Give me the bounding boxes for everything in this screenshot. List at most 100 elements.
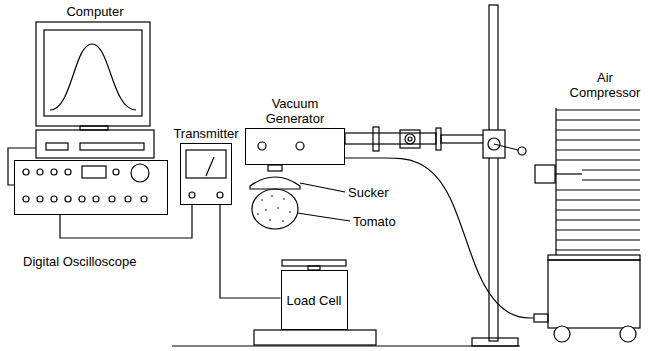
knob <box>37 169 43 175</box>
arm-rod <box>441 135 489 143</box>
data-cable <box>8 148 36 185</box>
fin <box>556 139 640 140</box>
knob <box>51 169 57 175</box>
lever-end <box>518 147 526 155</box>
texture-dot <box>289 211 291 213</box>
knob <box>141 196 147 202</box>
texture-dot <box>277 207 279 209</box>
knob <box>79 196 85 202</box>
signal-wire <box>60 205 192 238</box>
ground-line <box>172 345 520 346</box>
leader-line <box>297 213 350 221</box>
device-heading: Vacuum Generator <box>256 96 334 126</box>
fin <box>556 109 640 110</box>
monitor-frame <box>36 22 150 126</box>
clamp-screw <box>405 134 415 144</box>
texture-dot <box>257 213 259 215</box>
fin <box>556 209 640 210</box>
compressor-cart <box>548 260 640 328</box>
knob <box>125 196 131 202</box>
fin <box>556 119 640 120</box>
knob <box>109 196 115 202</box>
fin <box>556 199 640 200</box>
texture-dot <box>283 198 285 200</box>
large-knob <box>131 164 149 182</box>
hose-inlet <box>534 314 548 322</box>
meter-needle <box>206 157 214 176</box>
sucker-cup <box>250 177 300 189</box>
clamp-screw <box>408 137 412 141</box>
air-hose <box>345 158 534 318</box>
tomato-texture <box>257 195 291 222</box>
terminal <box>217 192 223 198</box>
pressure-switch <box>535 165 555 183</box>
load-platform <box>282 260 346 266</box>
drive-slot <box>80 143 144 150</box>
knob <box>23 169 29 175</box>
sucker-stem <box>268 165 282 171</box>
meter-window <box>186 150 226 178</box>
texture-dot <box>261 199 263 201</box>
knob <box>93 196 99 202</box>
terminal <box>189 192 195 198</box>
fin <box>556 249 640 250</box>
texture-dot <box>271 195 273 197</box>
part-label: Sucker <box>348 185 388 200</box>
texture-dot <box>282 220 284 222</box>
fin <box>582 169 640 170</box>
fin <box>556 149 640 150</box>
monitor-neck <box>80 126 108 130</box>
knob <box>37 196 43 202</box>
texture-dot <box>269 219 271 221</box>
port <box>296 142 304 150</box>
cooling-fins <box>556 110 640 250</box>
wheel <box>554 326 570 342</box>
display-window <box>82 166 106 178</box>
knob <box>65 169 71 175</box>
arm-clamp <box>400 130 420 148</box>
wheel <box>620 326 636 342</box>
knob <box>23 196 29 202</box>
fin <box>582 179 640 180</box>
knob <box>113 169 119 175</box>
fin <box>556 189 640 190</box>
arm-plate <box>436 128 441 150</box>
air-compressor-unit: Air Compressor <box>534 108 645 343</box>
vacuum-generator-box: Vacuum Generator <box>245 128 345 165</box>
load-cell-box: Load Cell <box>281 270 348 330</box>
switch-rod <box>555 173 582 174</box>
arm-bracket <box>373 127 379 151</box>
support-arm <box>345 133 436 144</box>
knob <box>65 196 71 202</box>
fin <box>556 159 640 160</box>
screen-curve <box>50 44 136 110</box>
fin <box>556 229 640 230</box>
clamp-lever <box>494 144 518 150</box>
knob <box>51 196 57 202</box>
signal-wire <box>220 205 281 298</box>
computer-base <box>36 130 154 158</box>
fin <box>556 129 640 130</box>
transmitter-box: Transmitter <box>180 143 232 205</box>
computer-unit: Computer <box>36 22 154 158</box>
fin <box>556 219 640 220</box>
drive-slot <box>46 143 68 150</box>
tomato-shape <box>252 189 298 229</box>
device-heading: Computer <box>66 4 123 19</box>
stand-base <box>472 338 518 346</box>
part-label: Tomato <box>353 214 396 229</box>
box-label: Load Cell <box>287 293 342 308</box>
monitor-screen <box>44 30 142 116</box>
leader-line <box>300 183 345 192</box>
texture-dot <box>265 209 267 211</box>
device-heading: Air Compressor <box>565 70 645 100</box>
stand-pole <box>489 5 498 341</box>
tank-base <box>548 255 640 260</box>
oscilloscope-box: Digital Oscilloscope <box>14 160 168 215</box>
base-plate <box>254 330 376 345</box>
port <box>258 142 266 150</box>
device-heading: Transmitter <box>173 126 238 141</box>
device-heading: Digital Oscilloscope <box>23 254 136 269</box>
fin <box>556 239 640 240</box>
